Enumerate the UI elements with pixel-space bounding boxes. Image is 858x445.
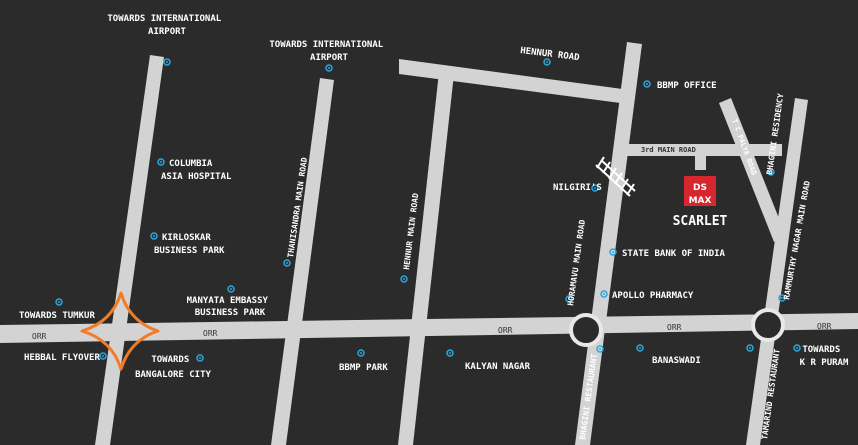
- location-marker-icon: [283, 259, 291, 267]
- landmark-banaswadi: BANASWADI: [652, 356, 701, 366]
- landmark-hebbal-flyover: HEBBAL FLYOVER: [24, 353, 100, 363]
- location-marker-dot: [102, 355, 104, 357]
- bellary-road: [95, 55, 164, 445]
- location-marker-dot: [58, 301, 60, 303]
- landmark-towards-tumkur: TOWARDS TUMKUR: [19, 311, 95, 321]
- landmark-bbmp-office: BBMP OFFICE: [657, 81, 717, 91]
- location-marker-dot: [594, 187, 596, 189]
- location-marker-icon: [746, 344, 754, 352]
- location-marker-icon: [636, 344, 644, 352]
- location-marker-dot: [603, 293, 605, 295]
- location-marker-dot: [230, 288, 232, 290]
- location-marker-icon: [643, 80, 651, 88]
- location-marker-icon: [163, 58, 171, 66]
- road-label-bhagini-residency: BHAGINI RESIDENCY: [765, 93, 785, 176]
- project-logo: DS MAX SCARLET: [673, 176, 728, 229]
- hebbal-flyover-icon: [80, 291, 160, 371]
- location-marker-icon: [543, 58, 551, 66]
- project-name: SCARLET: [673, 214, 728, 229]
- location-marker-icon: [357, 349, 365, 357]
- location-marker-dot: [770, 171, 772, 173]
- orr-label: ORR: [667, 323, 682, 332]
- landmark-apollo-pharmacy: APOLLO PHARMACY: [612, 291, 694, 301]
- location-marker-dot: [449, 352, 451, 354]
- project-access-road: [695, 154, 706, 170]
- location-marker-icon: [778, 294, 786, 302]
- landmark-nilgiris: NILGIRI'S: [553, 183, 602, 193]
- landmark-towards-airport-2: TOWARDS INTERNATIONAL AIRPORT: [269, 40, 388, 63]
- location-marker-dot: [286, 262, 288, 264]
- landmark-towards-airport-1: TOWARDS INTERNATIONAL AIRPORT: [107, 14, 226, 37]
- landmark-towards-bangalore-city: TOWARDS BANGALORE CITY: [135, 355, 211, 380]
- location-marker-icon: [600, 290, 608, 298]
- location-marker-icon: [157, 158, 165, 166]
- location-marker-icon: [55, 298, 63, 306]
- road-label-horamavu: HORAMAVU MAIN ROAD: [566, 219, 587, 306]
- rammurthy-nagar-main-road: [746, 98, 808, 445]
- brand-logo-icon: [684, 176, 716, 206]
- location-markers: [55, 58, 801, 362]
- brand-ds: DS: [693, 183, 707, 193]
- location-marker-dot: [166, 61, 168, 63]
- road-network: [0, 42, 858, 445]
- location-marker-dot: [153, 235, 155, 237]
- orr-labels: ORR ORR ORR ORR ORR: [32, 322, 832, 341]
- location-marker-dot: [599, 348, 601, 350]
- location-marker-dot: [568, 298, 570, 300]
- landmark-towards-kr-puram: TOWARDS K R PURAM: [800, 345, 849, 368]
- location-marker-icon: [150, 232, 158, 240]
- outer-ring-road: [0, 313, 858, 343]
- location-marker-icon: [227, 285, 235, 293]
- location-marker-dot: [328, 67, 330, 69]
- location-marker-icon: [767, 168, 775, 176]
- location-marker-icon: [565, 295, 573, 303]
- landmark-columbia-asia: COLUMBIA ASIA HOSPITAL: [161, 159, 232, 182]
- location-marker-icon: [446, 349, 454, 357]
- location-marker-dot: [546, 61, 548, 63]
- orr-label: ORR: [203, 329, 218, 338]
- location-marker-dot: [639, 347, 641, 349]
- location-marker-icon: [609, 248, 617, 256]
- brand-max: MAX: [689, 196, 712, 206]
- road-label-hennur-main: HENNUR MAIN ROAD: [402, 192, 420, 270]
- hennur-road: [399, 59, 630, 104]
- location-marker-dot: [646, 83, 648, 85]
- location-marker-dot: [360, 352, 362, 354]
- location-marker-dot: [796, 347, 798, 349]
- roundabouts: [569, 308, 785, 347]
- orr-label: ORR: [32, 332, 47, 341]
- location-marker-dot: [160, 161, 162, 163]
- landmark-kalyan-nagar: KALYAN NAGAR: [465, 362, 531, 372]
- landmark-manyata: MANYATA EMBASSY BUSINESS PARK: [187, 296, 274, 318]
- thanisandra-main-road: [271, 78, 334, 445]
- road-label-third-main: 3rd MAIN ROAD: [641, 146, 696, 154]
- location-marker-icon: [596, 345, 604, 353]
- orr-label: ORR: [498, 326, 513, 335]
- location-marker-dot: [781, 297, 783, 299]
- location-marker-icon: [591, 184, 599, 192]
- location-marker-icon: [793, 344, 801, 352]
- roundabout-rammurthy: [751, 308, 785, 342]
- landmark-state-bank: STATE BANK OF INDIA: [622, 249, 726, 259]
- railway-track-icon: [595, 156, 636, 197]
- roundabout-horamavu: [569, 313, 603, 347]
- landmark-bbmp-park: BBMP PARK: [339, 363, 388, 373]
- location-marker-icon: [196, 354, 204, 362]
- tc-palya-road: [719, 98, 786, 242]
- location-marker-icon: [400, 275, 408, 283]
- location-marker-icon: [99, 352, 107, 360]
- location-marker-dot: [199, 357, 201, 359]
- location-marker-dot: [612, 251, 614, 253]
- location-marker-dot: [403, 278, 405, 280]
- location-marker-icon: [325, 64, 333, 72]
- hennur-main-road: [398, 72, 454, 445]
- landmark-labels: TOWARDS INTERNATIONAL AIRPORT TOWARDS IN…: [19, 14, 849, 380]
- landmark-kirloskar: KIRLOSKAR BUSINESS PARK: [154, 233, 225, 256]
- location-marker-dot: [749, 347, 751, 349]
- orr-label: ORR: [817, 322, 832, 331]
